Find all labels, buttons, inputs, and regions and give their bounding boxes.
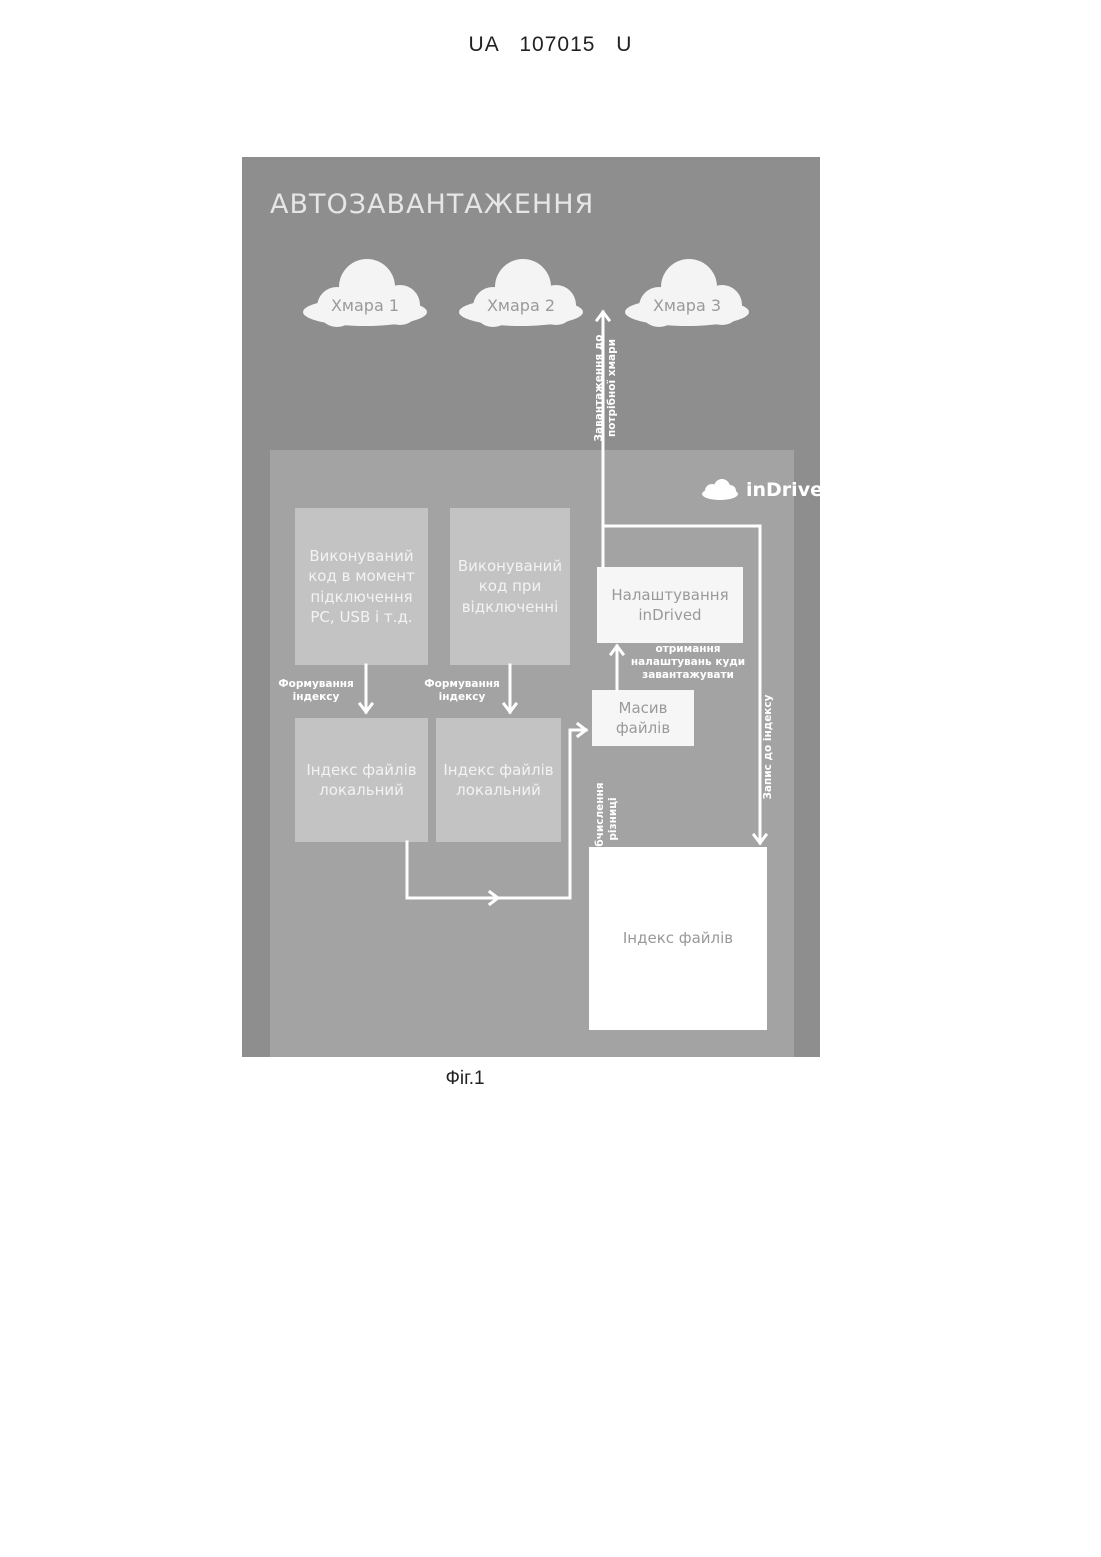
arrow-diff-to-array: [498, 730, 586, 898]
cloud-2-label: Хмара 2: [466, 296, 576, 315]
label-form-index-2: Формування індексу: [416, 678, 508, 704]
cloud-2-icon: [459, 259, 583, 327]
cloud-3-icon: [625, 259, 749, 327]
label-upload-cloud: Завантаження до потрібної хмари: [593, 329, 621, 447]
label-form-index-1: Формування індексу: [270, 678, 362, 704]
arrow-settings-to-index: [603, 526, 760, 843]
label-get-settings: отримання налаштувань куди завантажувати: [622, 643, 754, 682]
figure-caption: Фіг.1: [420, 1068, 510, 1090]
cloud-3-label: Хмара 3: [632, 296, 742, 315]
patent-number-header: UA 107015 U: [0, 33, 1101, 57]
diagram-figure: АВТОЗАВАНТАЖЕННЯ Хмара 1 Хмара 2 Хмара 3: [242, 157, 820, 1057]
cloud-1-icon: [303, 259, 427, 327]
flow-arrows: [270, 450, 794, 1057]
label-write-index: Запис до індексу: [762, 692, 776, 802]
arrow-local-to-diff: [407, 842, 498, 898]
indrived-panel: inDrived Виконуваний код в момент підклю…: [270, 450, 794, 1057]
label-compute-diff: Обчислення різниці: [594, 764, 608, 874]
cloud-1-label: Хмара 1: [310, 296, 420, 315]
